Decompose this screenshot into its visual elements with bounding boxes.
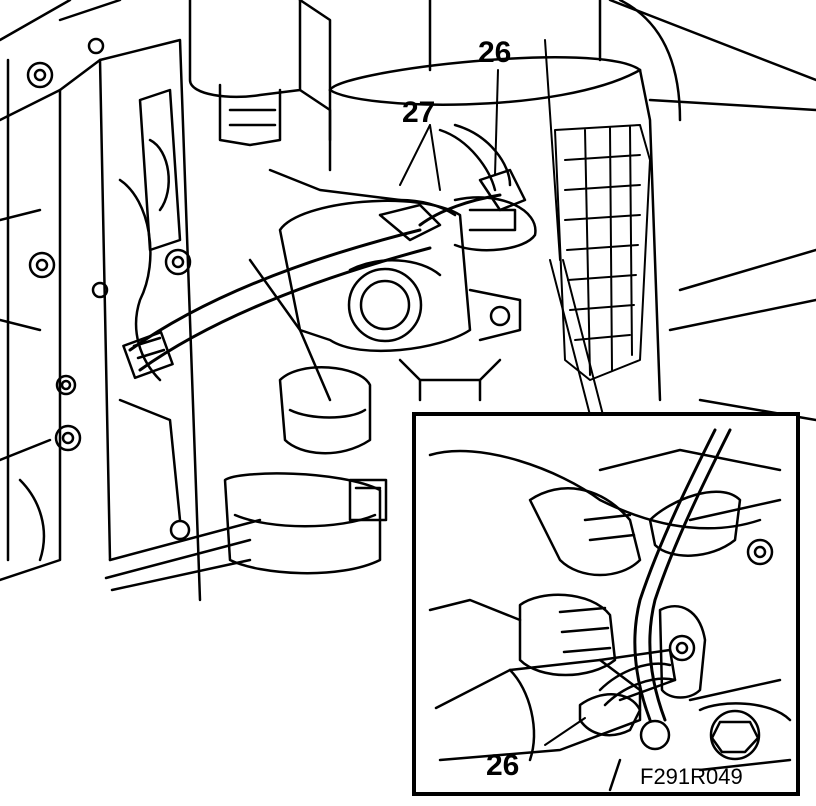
main-view — [0, 0, 816, 602]
inset-detail — [412, 412, 800, 796]
callout-27-upper: 27 — [402, 96, 435, 129]
fuel-hose-main — [122, 123, 527, 380]
callout-26-upper: 26 — [478, 36, 511, 69]
engine-block-left — [0, 0, 262, 602]
leader-lines — [399, 39, 604, 416]
figure-id: F291R049 — [640, 764, 743, 789]
pump-assembly — [223, 0, 537, 575]
flange-bolts — [26, 37, 192, 541]
filter-mesh — [554, 124, 651, 381]
callout-26-inset: 26 — [486, 749, 519, 782]
